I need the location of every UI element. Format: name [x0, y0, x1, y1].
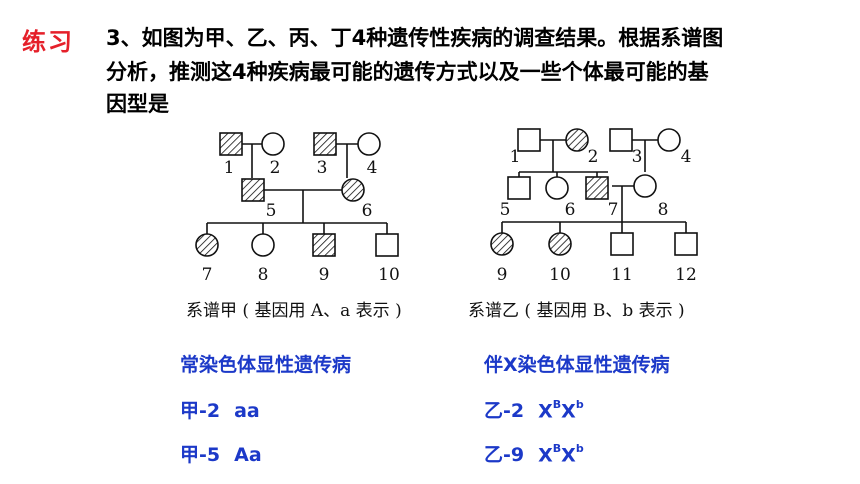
b-label-9: 9	[497, 265, 508, 285]
answer-genotype: XBXb	[538, 441, 584, 466]
b-ind-12	[674, 232, 698, 256]
a-label-5: 5	[266, 201, 277, 221]
answer-genotype: aa	[234, 400, 260, 422]
b-label-10: 10	[549, 265, 571, 285]
b-label-7: 7	[608, 200, 619, 220]
b-label-12: 12	[675, 265, 697, 285]
a-label-3: 3	[317, 158, 328, 178]
a-label-7: 7	[202, 265, 213, 285]
a-label-9: 9	[319, 265, 330, 285]
b-ind-11	[610, 232, 634, 256]
a-ind-7	[195, 233, 219, 257]
exercise-tag: 练习	[22, 28, 74, 56]
pedigree-a-labels: 1 2 3 4 5 6 7 8 9 10	[202, 158, 400, 285]
pedigree-b	[490, 128, 698, 256]
a-label-2: 2	[270, 158, 281, 178]
pedigree-b-caption: 系谱乙 ( 基因用 B、b 表示 )	[468, 301, 685, 321]
b-ind-5	[507, 176, 531, 200]
a-ind-4	[357, 132, 381, 156]
answer-label: 甲-5	[180, 444, 221, 466]
answer-genotype: Aa	[234, 444, 262, 466]
question-line-1: 3、如图为甲、乙、丙、丁4种遗传性疾病的调查结果。根据系谱图	[106, 26, 724, 50]
b-label-5: 5	[500, 200, 511, 220]
b-ind-3	[609, 128, 633, 152]
pedigree-b-labels: 1 2 3 4 5 6 7 8 9 10 11 12	[497, 147, 697, 285]
answer-label: 乙-2	[484, 400, 525, 422]
b-label-6: 6	[565, 200, 576, 220]
b-label-8: 8	[658, 200, 669, 220]
answer-row-b9: 乙-9 XBXb	[484, 440, 584, 467]
a-label-6: 6	[362, 201, 373, 221]
b-ind-4	[657, 128, 681, 152]
a-ind-10	[375, 233, 399, 257]
a-label-4: 4	[367, 158, 378, 178]
a-ind-1	[219, 132, 243, 156]
b-label-1: 1	[510, 147, 521, 167]
b-label-4: 4	[681, 147, 692, 167]
answer-row-a5: 甲-5 Aa	[180, 440, 262, 467]
a-ind-2	[261, 132, 285, 156]
answer-row-a2: 甲-2 aa	[180, 396, 260, 423]
a-ind-9	[312, 233, 336, 257]
b-ind-9	[490, 232, 514, 256]
b-ind-6	[545, 176, 569, 200]
answer-label: 甲-2	[180, 400, 221, 422]
a-label-1: 1	[224, 158, 235, 178]
b-label-3: 3	[632, 147, 643, 167]
answer-label: 乙-9	[484, 444, 525, 466]
a-ind-6	[341, 178, 365, 202]
a-ind-3	[313, 132, 337, 156]
pedigree-a	[195, 132, 399, 257]
b-ind-1	[517, 128, 541, 152]
a-label-10: 10	[378, 265, 400, 285]
pedigree-a-caption: 系谱甲 ( 基因用 A、a 表示 )	[186, 301, 402, 321]
question-line-3: 因型是	[106, 92, 169, 116]
a-ind-5	[241, 178, 265, 202]
b-ind-2	[565, 128, 589, 152]
b-label-11: 11	[611, 265, 633, 285]
a-label-8: 8	[258, 265, 269, 285]
a-ind-8	[251, 233, 275, 257]
b-ind-7	[585, 176, 609, 200]
b-label-2: 2	[588, 147, 599, 167]
question-line-2: 分析，推测这4种疾病最可能的遗传方式以及一些个体最可能的基	[106, 60, 709, 84]
b-ind-8	[633, 174, 657, 198]
answer-right-mode: 伴X染色体显性遗传病	[484, 354, 670, 376]
answer-genotype: XBXb	[538, 397, 584, 422]
answer-row-b2: 乙-2 XBXb	[484, 396, 584, 423]
b-ind-10	[548, 232, 572, 256]
answer-left-mode: 常染色体显性遗传病	[180, 354, 352, 376]
